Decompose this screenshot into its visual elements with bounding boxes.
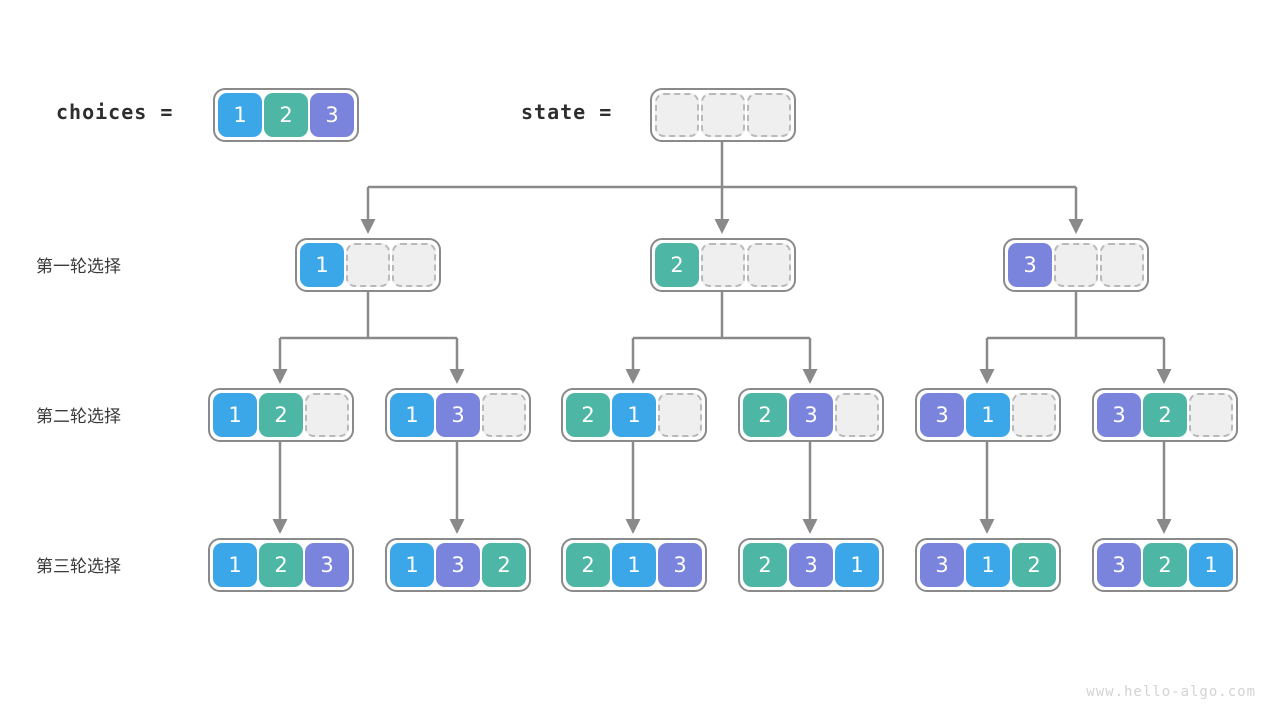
array-cell-value: 1: [213, 543, 257, 587]
array-cell-value: 2: [1012, 543, 1056, 587]
array-cell-value: 1: [835, 543, 879, 587]
array-cell-value: 2: [566, 393, 610, 437]
array-cell-value: 1: [1189, 543, 1233, 587]
array-cell-value: 3: [920, 543, 964, 587]
array-cell-value: 3: [920, 393, 964, 437]
array-cell-value: 2: [743, 393, 787, 437]
array-cell-empty: [747, 93, 791, 137]
array-cell-empty: [1012, 393, 1056, 437]
array-cell-value: 1: [390, 543, 434, 587]
array-cell-empty: [1054, 243, 1098, 287]
array-cell-value: 2: [655, 243, 699, 287]
array-cell-value: 2: [259, 393, 303, 437]
array-cell-empty: [701, 93, 745, 137]
array-cell-value: 1: [966, 393, 1010, 437]
array-cell-value: 3: [789, 393, 833, 437]
array-cell-value: 2: [1143, 543, 1187, 587]
array-cell-value: 2: [566, 543, 610, 587]
row-label-round-1: 第一轮选择: [36, 257, 121, 277]
array-cell-value: 2: [259, 543, 303, 587]
array-cell-value: 1: [300, 243, 344, 287]
array-cell-value: 3: [1008, 243, 1052, 287]
watermark: www.hello-algo.com: [1086, 684, 1256, 700]
choices-label: choices =: [56, 100, 174, 124]
array-cell-value: 1: [612, 543, 656, 587]
array-cell-empty: [701, 243, 745, 287]
row-label-round-2: 第二轮选择: [36, 407, 121, 427]
row-label-round-3: 第三轮选择: [36, 557, 121, 577]
array-cell-value: 3: [310, 93, 354, 137]
array-cell-empty: [1189, 393, 1233, 437]
array-cell-value: 3: [789, 543, 833, 587]
array-cell-value: 3: [305, 543, 349, 587]
state-label: state =: [521, 100, 613, 124]
array-cell-value: 1: [390, 393, 434, 437]
array-cell-value: 1: [213, 393, 257, 437]
array-cell-empty: [305, 393, 349, 437]
array-cell-empty: [1100, 243, 1144, 287]
array-cell-empty: [655, 93, 699, 137]
array-cell-value: 3: [1097, 543, 1141, 587]
array-cell-empty: [835, 393, 879, 437]
array-cell-value: 2: [743, 543, 787, 587]
state-array: [650, 88, 796, 142]
array-cell-value: 1: [612, 393, 656, 437]
level1-node-3: 3: [1003, 238, 1149, 292]
array-cell-empty: [658, 393, 702, 437]
array-cell-empty: [392, 243, 436, 287]
array-cell-empty: [747, 243, 791, 287]
array-cell-value: 3: [436, 543, 480, 587]
array-cell-value: 1: [218, 93, 262, 137]
array-cell-value: 2: [482, 543, 526, 587]
array-cell-value: 3: [1097, 393, 1141, 437]
array-cell-value: 3: [436, 393, 480, 437]
array-cell-value: 2: [264, 93, 308, 137]
array-cell-value: 2: [1143, 393, 1187, 437]
array-cell-value: 1: [966, 543, 1010, 587]
array-cell-empty: [482, 393, 526, 437]
level1-node-2: 2: [650, 238, 796, 292]
array-cell-value: 3: [658, 543, 702, 587]
array-cell-empty: [346, 243, 390, 287]
level1-node-1: 1: [295, 238, 441, 292]
